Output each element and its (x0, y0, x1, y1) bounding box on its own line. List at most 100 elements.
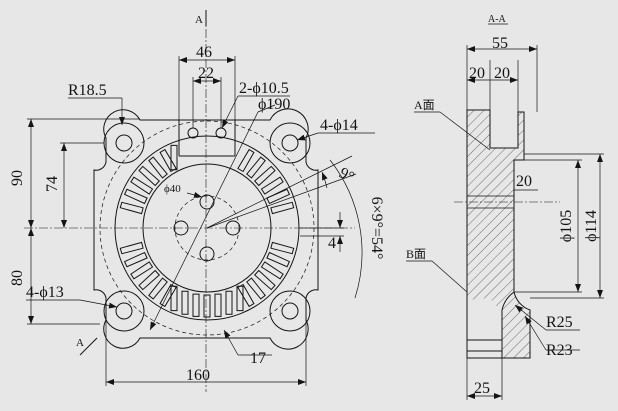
front-view: A A (9, 10, 385, 392)
corner-boss-tl (103, 122, 145, 164)
corner-hole-bl (115, 302, 133, 320)
corner-boss-bl (103, 290, 145, 332)
radial-slot-24 (170, 144, 178, 171)
leader-17 (223, 329, 239, 356)
dim-r18-5: R18.5 (68, 82, 107, 99)
dim-20c: 20 (516, 173, 532, 190)
hub-hole-bottom (199, 246, 215, 262)
dim-20a: 20 (469, 65, 485, 82)
hub-pitch-circle (174, 195, 240, 261)
section-mark-bottom-tick (79, 337, 98, 356)
radial-slot-12 (159, 283, 177, 308)
dim-6x9: 6×9°=54° (368, 197, 385, 260)
dim-r23: R23 (546, 342, 573, 359)
inner-ring (142, 163, 272, 293)
outer-ring (114, 135, 300, 321)
radial-slot-15 (130, 261, 154, 280)
radial-slot-30 (214, 293, 222, 317)
radial-slot-3 (260, 176, 284, 195)
radial-slot-19 (123, 188, 148, 205)
angle-ray-1 (206, 155, 353, 229)
radial-slot-22 (148, 156, 168, 179)
hub-hole-right (225, 220, 241, 236)
fillet-inner (501, 291, 515, 358)
tab-hole-right (215, 127, 227, 139)
section-mark-bottom: A (76, 337, 84, 349)
face-b-label: B面 (406, 247, 426, 261)
section-mark-top: A (195, 14, 203, 26)
bore-lines (467, 195, 514, 209)
radial-slot-10 (246, 277, 266, 300)
radial-slot-1 (246, 156, 266, 179)
dim-hole-14: 4-ϕ14 (320, 117, 358, 134)
section-outline (466, 109, 531, 359)
dim-dia-105: ϕ105 (558, 210, 575, 242)
hub-hole-top (199, 194, 215, 210)
dim-55: 55 (492, 35, 508, 52)
radial-slot-2 (253, 165, 276, 187)
section-view: A-A 55 20 20 A面 B面 20 (406, 14, 604, 400)
radial-slot-4 (266, 188, 291, 205)
dim-22: 22 (198, 65, 214, 82)
corner-hole-br (281, 302, 299, 320)
radial-slot-26 (170, 285, 178, 312)
radial-slot-28 (192, 293, 200, 317)
radial-slots (119, 144, 295, 318)
leader-hole-14 (296, 132, 319, 141)
corner-boss-tr (269, 122, 311, 164)
dim-74: 74 (44, 176, 61, 192)
dim-80: 80 (9, 270, 26, 286)
radial-slot-17 (119, 241, 144, 255)
tab-hole-left (187, 127, 199, 139)
radial-slot-6 (270, 241, 295, 255)
leader-dia-190-h (257, 104, 276, 113)
radial-slot-21 (138, 165, 161, 187)
leader-dia-40 (186, 192, 203, 198)
radial-slot-9 (253, 269, 276, 291)
leader-hole-10-5 (221, 95, 239, 129)
face-a-label: A面 (414, 98, 435, 112)
leader-dia-190 (149, 111, 259, 331)
radial-slot-0 (237, 148, 255, 173)
hub-hole-left (173, 220, 189, 236)
dim-dia-190: ϕ190 (258, 96, 290, 113)
section-hatch (467, 110, 530, 358)
dim-dia-40: ϕ40 (164, 183, 181, 195)
radial-slot-32 (236, 285, 244, 312)
radial-slot-5 (270, 201, 295, 215)
dim-17: 17 (250, 350, 266, 367)
radial-slot-20 (130, 176, 154, 195)
leader-face-b (431, 260, 468, 293)
radial-slot-16 (123, 251, 148, 268)
dim-9deg: 9° (336, 165, 357, 187)
radial-slot-18 (119, 201, 144, 215)
radial-slot-8 (260, 261, 284, 280)
dim-4: 4 (328, 235, 336, 252)
radial-slot-29 (203, 294, 211, 318)
angle-arc-9 (321, 171, 328, 189)
flange-outline (93, 108, 319, 350)
dim-hole-13: 4-ϕ13 (26, 284, 64, 301)
dim-dia-114: ϕ114 (583, 210, 600, 242)
corner-hole-tl (115, 134, 133, 152)
radial-slot-31 (225, 290, 233, 315)
leader-hole-13 (79, 299, 118, 309)
angle-ray-2 (206, 173, 357, 229)
dim-46: 46 (196, 44, 212, 61)
angle-arc-54 (329, 159, 363, 299)
dim-20b: 20 (494, 65, 510, 82)
radial-slot-14 (138, 269, 161, 291)
top-tab (178, 120, 236, 157)
dim-90: 90 (9, 170, 26, 186)
section-title: A-A (488, 14, 507, 25)
radial-slot-7 (266, 251, 291, 268)
dim-25: 25 (474, 380, 490, 397)
radial-slot-27 (181, 290, 189, 315)
dim-160: 160 (186, 367, 210, 384)
dim-hole-10-5: 2-ϕ10.5 (239, 80, 289, 97)
leader-r23 (524, 315, 547, 351)
radial-slot-13 (148, 277, 168, 300)
dim-r25: R25 (546, 314, 573, 331)
